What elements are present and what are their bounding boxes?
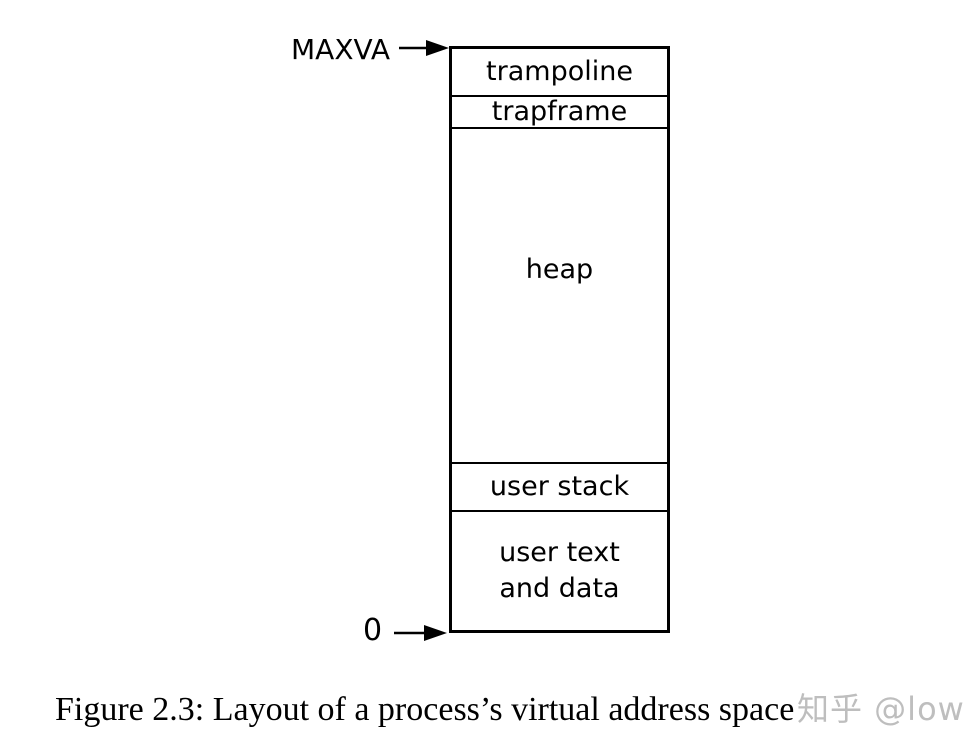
zero-arrow-icon [394, 625, 447, 641]
segment-trapframe: trapframe [452, 96, 667, 129]
segment-trampoline: trampoline [452, 49, 667, 97]
segment-user-text-line1: user text [499, 537, 620, 568]
maxva-label: MAXVA [291, 33, 391, 66]
figure-caption: Figure 2.3: Layout of a process’s virtua… [55, 691, 795, 728]
maxva-arrow-icon [399, 40, 449, 56]
segment-heap: heap [452, 129, 667, 464]
zero-address-label: 0 [363, 613, 383, 648]
address-space-box: trampoline trapframe heap user stack use… [449, 46, 670, 633]
segment-user-text-and-data: user text and data [452, 512, 667, 630]
watermark-text: 知乎 @low [797, 690, 965, 728]
segment-user-text-line2: and data [499, 573, 620, 604]
segment-user-stack: user stack [452, 464, 667, 512]
